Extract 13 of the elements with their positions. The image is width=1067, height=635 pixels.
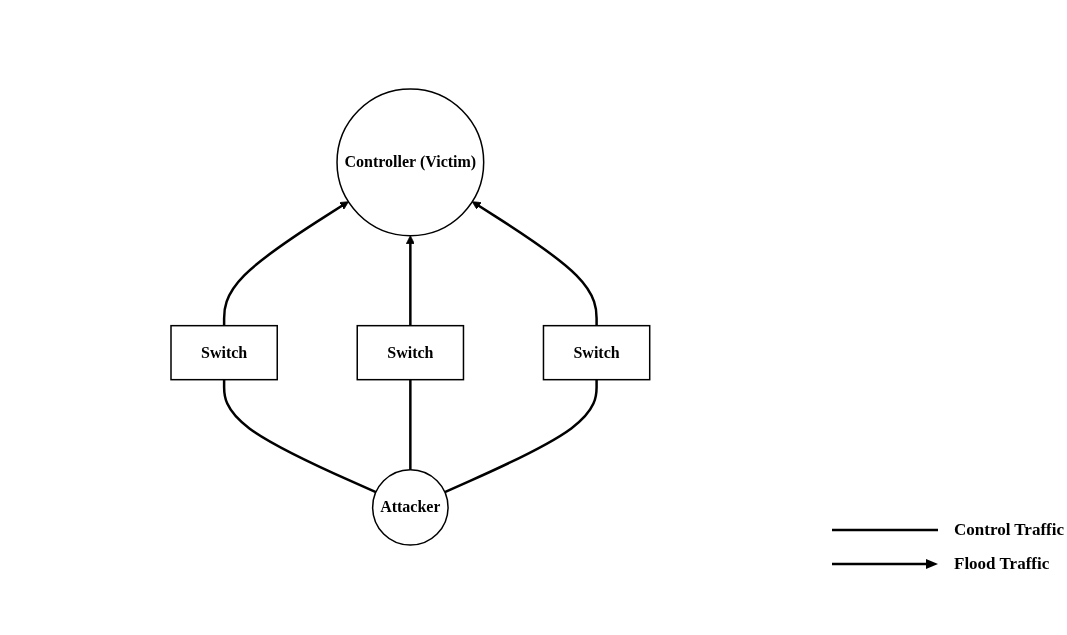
node-circle: Attacker <box>371 469 449 547</box>
connector <box>408 380 412 471</box>
arrow <box>222 201 349 327</box>
node-box: Switch <box>542 325 651 381</box>
legend-text: Flood Traffic <box>954 554 1050 574</box>
legend-text: Control Traffic <box>954 520 1064 540</box>
node-circle: Controller (Victim) <box>335 88 485 237</box>
connector <box>222 380 377 494</box>
node-box: Switch <box>356 325 464 381</box>
arrow <box>405 235 415 327</box>
connector <box>443 380 598 494</box>
arrow <box>471 201 598 327</box>
node-box: Switch <box>169 325 278 381</box>
